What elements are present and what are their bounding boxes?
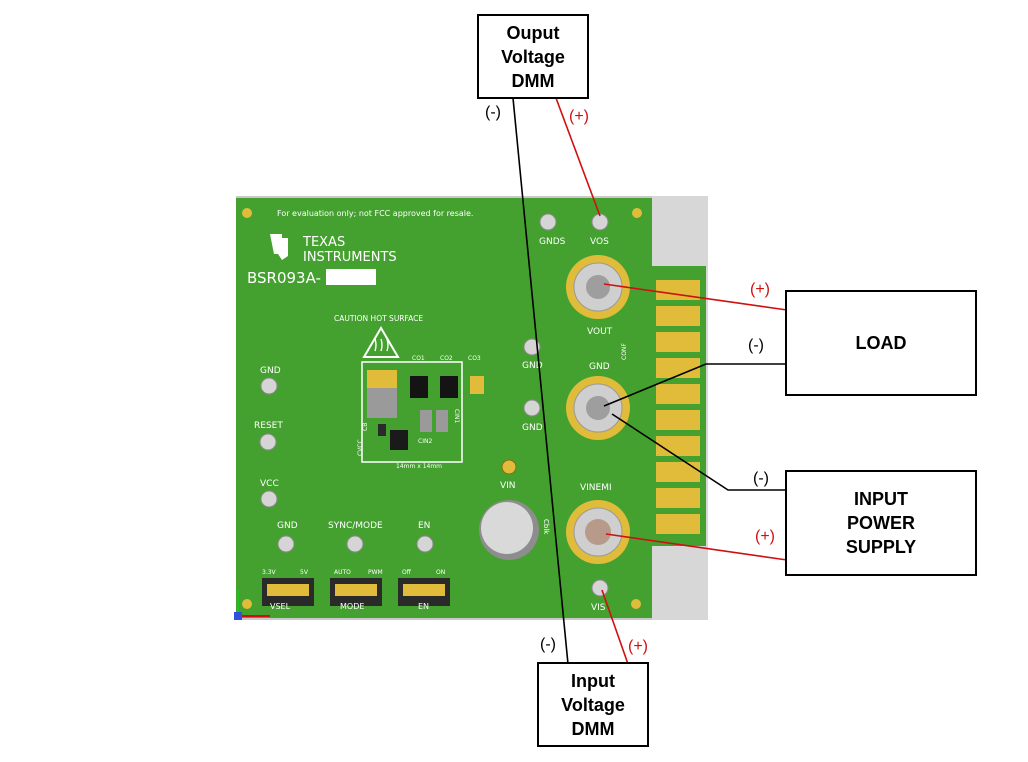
brand-line2: INSTRUMENTS <box>303 250 397 265</box>
output-dmm-neg-label: (-) <box>485 104 501 121</box>
label-gnd-jack: GND <box>589 362 610 372</box>
wire-supply-pos <box>605 533 788 561</box>
label-gnd-bottom: GND <box>277 521 298 531</box>
label-vinemi: VINEMI <box>580 483 612 493</box>
input-dmm-pos-label: (+) <box>628 638 648 655</box>
supply-pos-label: (+) <box>755 528 775 545</box>
label-fpwm: PWM <box>368 569 383 576</box>
label-sync-mode: SYNC/MODE <box>328 521 383 531</box>
brand-line1: TEXAS <box>302 235 345 250</box>
label-on: ON <box>436 569 445 576</box>
wires <box>512 97 788 665</box>
label-off: Off <box>402 569 412 576</box>
label-5v: 5V <box>300 569 309 576</box>
wire-supply-neg <box>611 413 787 491</box>
label-vis: VIS <box>591 603 606 613</box>
label-cblk: Cblk <box>542 519 550 535</box>
label-vin: VIN <box>500 481 516 491</box>
jumpers <box>262 578 450 606</box>
input-dmm-line3: DMM <box>571 718 615 739</box>
output-voltage-dmm-box: Ouput Voltage DMM <box>477 14 589 99</box>
wire-load-pos <box>603 283 788 311</box>
input-dmm-neg-label: (-) <box>540 636 556 653</box>
module-dimensions: 14mm x 14mm <box>396 463 442 470</box>
wire-output-dmm-pos <box>555 97 601 217</box>
label-gnd-left: GND <box>260 366 281 376</box>
banana-jacks <box>566 255 630 564</box>
label-gnd-tp2: GND <box>522 423 543 433</box>
label-reset: RESET <box>254 421 283 431</box>
label-3v3: 3.3V <box>262 569 277 576</box>
wire-output-dmm-neg <box>512 97 569 665</box>
supply-line3: SUPPLY <box>845 537 917 557</box>
output-dmm-line2: Voltage <box>501 46 565 67</box>
wire-input-dmm-pos <box>601 589 629 665</box>
ti-logo-icon <box>270 234 288 260</box>
input-voltage-dmm-box: Input Voltage DMM <box>537 662 649 747</box>
label-co3: CO3 <box>468 355 481 362</box>
label-co1: CO1 <box>412 355 425 362</box>
load-box: LOAD <box>785 290 977 396</box>
label-cin2: CIN2 <box>418 438 432 445</box>
label-gnds: GNDS <box>539 237 566 247</box>
label-vsel: VSEL <box>270 602 291 611</box>
input-power-supply-box: INPUT POWER SUPPLY <box>785 470 977 576</box>
inductor <box>367 388 397 418</box>
label-vout: VOUT <box>587 327 613 337</box>
test-points <box>259 213 609 597</box>
label-co2: CO2 <box>440 355 453 362</box>
input-dmm-line1: Input <box>571 670 615 691</box>
mounting-holes <box>242 208 642 609</box>
label-vos: VOS <box>590 237 609 247</box>
label-vcc: VCC <box>260 479 279 489</box>
supply-line2: POWER <box>846 513 915 533</box>
power-module-outline <box>361 361 463 463</box>
board-notice: For evaluation only; not FCC approved fo… <box>277 209 473 218</box>
load-label: LOAD <box>855 333 907 353</box>
label-auto: AUTO <box>334 569 351 576</box>
label-cb: CB <box>362 423 369 431</box>
part-number: BSR093A- <box>247 269 321 287</box>
caution-text: CAUTION HOT SURFACE <box>334 314 423 323</box>
label-cin1: CIN1 <box>453 409 460 423</box>
output-dmm-line3: DMM <box>511 70 555 91</box>
output-dmm-line1: Ouput <box>506 22 560 43</box>
edge-connector-fingers <box>656 280 700 534</box>
label-mode: MODE <box>340 602 364 611</box>
label-gnd-tp1: GND <box>522 361 543 371</box>
hot-surface-warning-icon <box>362 326 400 358</box>
output-dmm-pos-label: (+) <box>569 108 589 125</box>
load-pos-label: (+) <box>750 281 770 298</box>
label-en: EN <box>418 521 430 531</box>
label-cvcc: CVCC <box>357 439 364 456</box>
supply-line1: INPUT <box>854 489 908 509</box>
load-neg-label: (-) <box>748 337 764 354</box>
supply-neg-label: (-) <box>753 470 769 487</box>
label-en-jumper: EN <box>418 602 429 611</box>
label-conf: CONF <box>621 343 628 360</box>
wire-load-neg <box>603 363 787 407</box>
input-dmm-line2: Voltage <box>561 694 625 715</box>
part-number-tag <box>326 269 376 285</box>
